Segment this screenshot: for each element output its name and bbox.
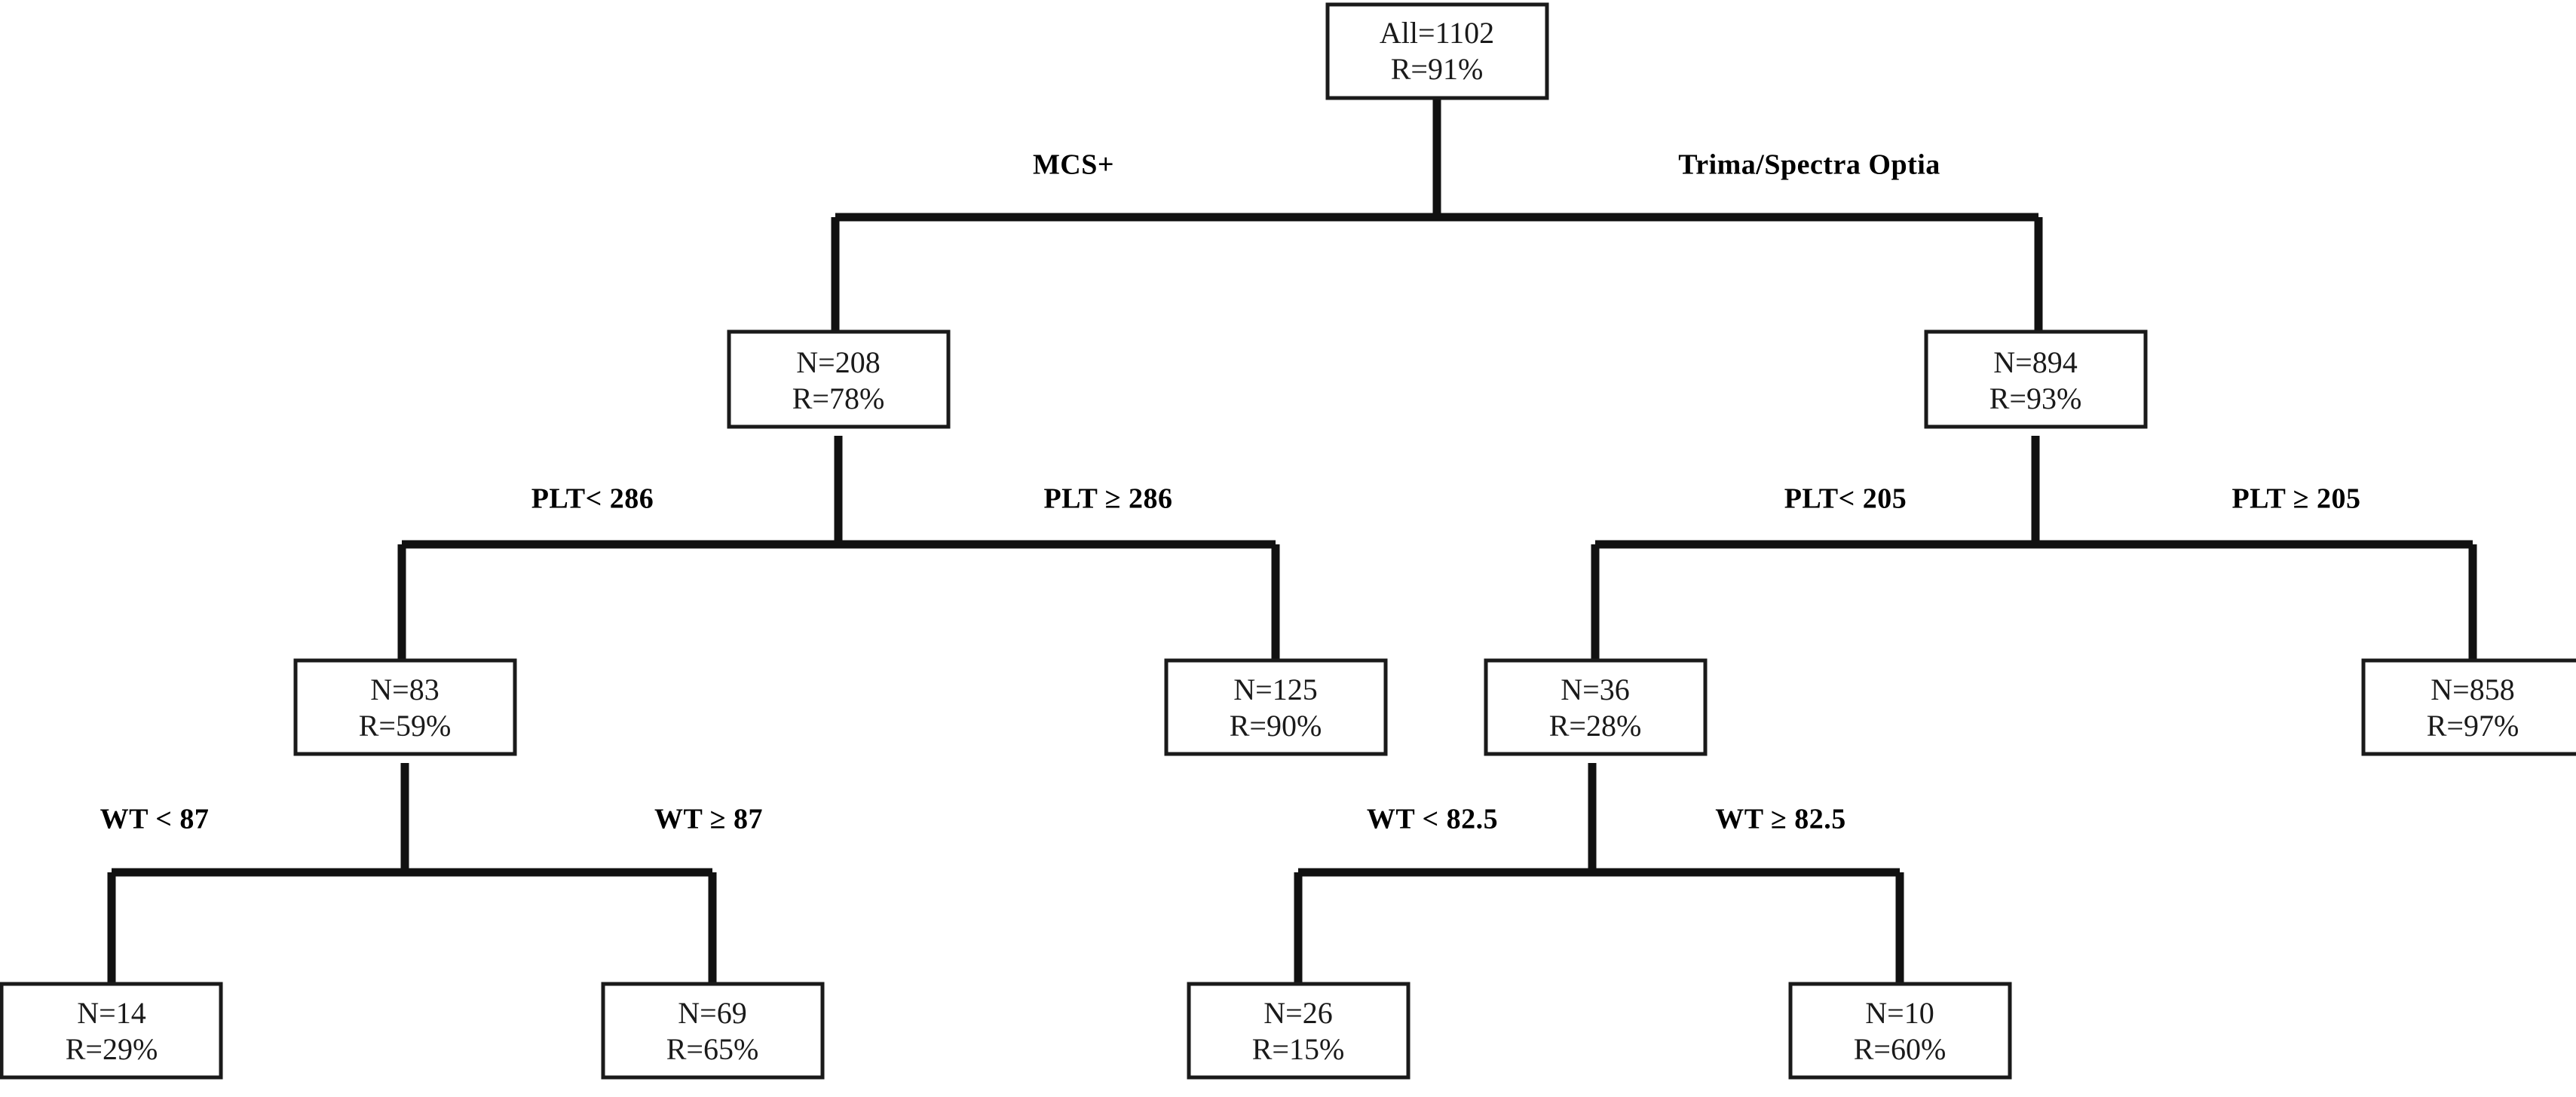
node-wt-low-87-box [0,982,223,1080]
node-wt-high-825[interactable]: N=10 R=60% [1788,982,2012,1080]
edge-label-wt-lt-825: WT < 82.5 [1367,804,1498,835]
node-trima-plt-high-box [2361,658,2576,756]
node-mcs-plt-low-count: N=83 [370,673,439,706]
node-wt-low-825-count: N=26 [1263,996,1332,1030]
node-trima[interactable]: N=894 R=93% [1924,329,2148,429]
node-trima-plt-high-count: N=858 [2431,673,2514,706]
edge-labels: MCS+ Trima/Spectra Optia PLT< 286 PLT ≥ … [100,149,2360,835]
node-wt-low-87[interactable]: N=14 R=29% [0,982,223,1080]
node-root-rate: R=91% [1391,52,1484,86]
node-trima-plt-low-box [1484,658,1708,756]
node-wt-low-825-box [1187,982,1411,1080]
node-wt-low-87-count: N=14 [77,996,145,1030]
node-trima-plt-high[interactable]: N=858 R=97% [2361,658,2576,756]
edge-label-plt-ge-205: PLT ≥ 205 [2231,483,2360,515]
node-wt-high-825-count: N=10 [1865,996,1934,1030]
node-wt-high-825-rate: R=60% [1854,1032,1947,1066]
node-mcs-plt-low-box [293,658,517,756]
node-trima-rate: R=93% [1989,381,2082,415]
node-mcs-box [727,329,951,429]
node-trima-count: N=894 [1993,345,2077,379]
node-mcs-plt-low[interactable]: N=83 R=59% [293,658,517,756]
node-mcs-plt-high-count: N=125 [1233,673,1317,706]
edge-label-plt-lt-286: PLT< 286 [531,483,654,515]
node-wt-low-87-rate: R=29% [66,1032,158,1066]
node-wt-high-87-count: N=69 [678,996,746,1030]
node-mcs-rate: R=78% [792,381,885,415]
node-root-count: All=1102 [1380,16,1494,50]
node-trima-box [1924,329,2148,429]
edge-label-plt-ge-286: PLT ≥ 286 [1043,483,1172,515]
node-mcs[interactable]: N=208 R=78% [727,329,951,429]
edge-label-wt-ge-825: WT ≥ 82.5 [1715,804,1846,835]
edge-label-plt-lt-205: PLT< 205 [1784,483,1907,515]
node-wt-high-87-rate: R=65% [666,1032,759,1066]
node-trima-plt-low-rate: R=28% [1549,709,1642,743]
node-wt-high-825-box [1788,982,2012,1080]
node-root[interactable]: All=1102 R=91% [1325,2,1549,100]
edge-label-mcs: MCS+ [1033,149,1114,181]
node-root-box [1325,2,1549,100]
node-mcs-plt-high-box [1164,658,1388,756]
node-wt-high-87[interactable]: N=69 R=65% [601,982,825,1080]
node-mcs-count: N=208 [796,345,880,379]
edge-label-wt-ge-87: WT ≥ 87 [654,804,763,835]
connectors [107,98,2477,984]
node-wt-high-87-box [601,982,825,1080]
node-wt-low-825[interactable]: N=26 R=15% [1187,982,1411,1080]
edge-label-wt-lt-87: WT < 87 [100,804,210,835]
node-trima-plt-high-rate: R=97% [2427,709,2519,743]
node-mcs-plt-high[interactable]: N=125 R=90% [1164,658,1388,756]
node-wt-low-825-rate: R=15% [1252,1032,1345,1066]
node-mcs-plt-low-rate: R=59% [359,709,452,743]
node-trima-plt-low-count: N=36 [1561,673,1629,706]
node-mcs-plt-high-rate: R=90% [1230,709,1322,743]
edge-label-trima: Trima/Spectra Optia [1678,149,1940,181]
node-trima-plt-low[interactable]: N=36 R=28% [1484,658,1708,756]
